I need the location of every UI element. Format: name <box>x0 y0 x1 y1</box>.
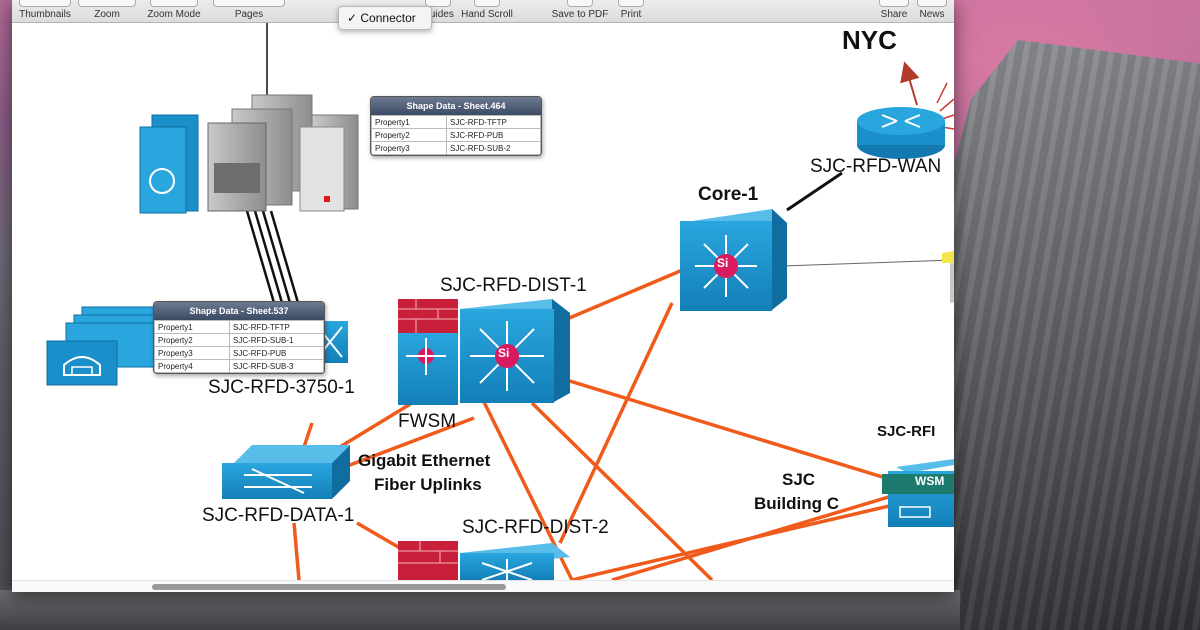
building-label-line1: SJC <box>782 470 816 489</box>
thumbnails-label: Thumbnails <box>19 9 71 20</box>
pages-label: Pages <box>234 9 264 20</box>
nyc-label: NYC <box>842 25 897 55</box>
thumbnails-button[interactable]: Thumbnails <box>14 0 76 22</box>
uplinks-label-line2: Fiber Uplinks <box>374 475 482 494</box>
3750-label: SJC-RFD-3750-1 <box>208 377 355 398</box>
connector-popup-menu[interactable]: ✓ Connector <box>338 6 432 30</box>
shape-data-537-title: Shape Data - Sheet.537 <box>154 302 324 320</box>
zoom-button[interactable]: Zoom <box>78 0 136 22</box>
table-row: Property1 SJC-RFD-TFTP <box>371 115 541 129</box>
property-value: SJC-RFD-PUB <box>446 128 541 142</box>
share-label: Share <box>880 9 908 20</box>
core-1-label: Core-1 <box>698 184 759 205</box>
shape-data-464-title: Shape Data - Sheet.464 <box>371 97 541 115</box>
property-key: Property3 <box>371 141 447 155</box>
dist-1-label: SJC-RFD-DIST-1 <box>440 275 587 296</box>
fwsm-firewall-icon[interactable] <box>398 299 458 405</box>
property-value: SJC-RFD-SUB-2 <box>446 141 541 155</box>
property-key: Property2 <box>154 333 230 347</box>
property-key: Property1 <box>371 115 447 129</box>
shape-data-537-table: Property1 SJC-RFD-TFTP Property2 SJC-RFD… <box>154 320 324 373</box>
hand-scroll-label: Hand Scroll <box>461 9 513 20</box>
table-row: Property3 SJC-RFD-SUB-2 <box>371 141 541 155</box>
print-button[interactable]: Print <box>614 0 648 22</box>
wallpaper-rock <box>940 40 1200 630</box>
building-label-line2: Building C <box>754 494 839 513</box>
table-row: Property4 SJC-RFD-SUB-3 <box>154 359 324 373</box>
shape-data-464-panel[interactable]: Shape Data - Sheet.464 Property1 SJC-RFD… <box>370 96 542 156</box>
save-to-pdf-button[interactable]: Save to PDF <box>550 0 610 22</box>
save-to-pdf-label: Save to PDF <box>551 9 609 20</box>
news-label: News <box>919 9 945 20</box>
wan-router-label: SJC-RFD-WAN <box>810 156 942 177</box>
property-value: SJC-RFD-SUB-1 <box>229 333 324 347</box>
print-label: Print <box>620 9 642 20</box>
zoom-mode-label: Zoom Mode <box>147 9 201 20</box>
property-value: SJC-RFD-PUB <box>229 346 324 360</box>
server-cluster-icon[interactable] <box>139 94 359 214</box>
guides-button[interactable]: Guides <box>420 0 456 22</box>
black-links <box>245 23 843 314</box>
toolbar: Thumbnails Zoom Zoom Mode Pages Guides H… <box>12 0 954 23</box>
property-key: Property1 <box>154 320 230 334</box>
diagram-canvas[interactable]: NYC SJC-RFD-WAN Core-1 SJC-RFD-DIST-1 FW… <box>12 23 954 580</box>
property-value: SJC-RFD-TFTP <box>446 115 541 129</box>
pages-button[interactable]: Pages <box>212 0 286 22</box>
table-row: Property3 SJC-RFD-PUB <box>154 346 324 360</box>
data-1-switch-icon[interactable] <box>222 445 350 499</box>
wallpaper-rock-bottom <box>0 590 960 630</box>
table-row: Property1 SJC-RFD-TFTP <box>154 320 324 334</box>
horizontal-scrollbar[interactable] <box>12 580 954 592</box>
zoom-mode-button[interactable]: Zoom Mode <box>144 0 204 22</box>
yellow-link <box>781 259 954 267</box>
table-row: Property2 SJC-RFD-PUB <box>371 128 541 142</box>
guides-label: Guides <box>422 9 454 20</box>
wsm-module-icon[interactable] <box>882 459 954 527</box>
share-button[interactable]: Share <box>876 0 912 22</box>
dist-2-switch-icon[interactable] <box>460 543 570 580</box>
wan-router-icon[interactable] <box>857 107 945 159</box>
property-key: Property4 <box>154 359 230 373</box>
core-si-label: Si <box>717 256 729 270</box>
fwsm-label: FWSM <box>398 411 457 432</box>
news-button[interactable]: News <box>914 0 950 22</box>
property-key: Property2 <box>371 128 447 142</box>
horizontal-scroll-thumb[interactable] <box>152 584 506 590</box>
nyc-arrow <box>900 61 920 106</box>
network-diagram <box>46 23 954 580</box>
wsm-label: WSM <box>915 474 945 488</box>
visio-viewer-window: Thumbnails Zoom Zoom Mode Pages Guides H… <box>12 0 954 592</box>
shape-data-537-panel[interactable]: Shape Data - Sheet.537 Property1 SJC-RFD… <box>153 301 325 374</box>
yellow-link-end <box>942 251 954 263</box>
dist-2-label: SJC-RFD-DIST-2 <box>462 517 609 538</box>
dist-1-si-label: Si <box>498 346 510 360</box>
shape-data-464-table: Property1 SJC-RFD-TFTP Property2 SJC-RFD… <box>371 115 541 155</box>
sjc-rfi-label: SJC-RFI <box>877 423 936 440</box>
uplinks-label-line1: Gigabit Ethernet <box>358 451 491 470</box>
property-key: Property3 <box>154 346 230 360</box>
property-value: SJC-RFD-TFTP <box>229 320 324 334</box>
hand-scroll-button[interactable]: Hand Scroll <box>460 0 514 22</box>
data-1-label: SJC-RFD-DATA-1 <box>202 505 355 526</box>
connector-menu-item[interactable]: ✓ Connector <box>347 11 416 25</box>
dist-1-switch-icon[interactable] <box>460 299 570 403</box>
core-1-switch-icon[interactable] <box>680 209 787 311</box>
table-row: Property2 SJC-RFD-SUB-1 <box>154 333 324 347</box>
zoom-label: Zoom <box>94 9 120 20</box>
property-value: SJC-RFD-SUB-3 <box>229 359 324 373</box>
vertical-scroll-thumb[interactable] <box>950 263 954 303</box>
dist-2-firewall-icon[interactable] <box>398 541 458 580</box>
